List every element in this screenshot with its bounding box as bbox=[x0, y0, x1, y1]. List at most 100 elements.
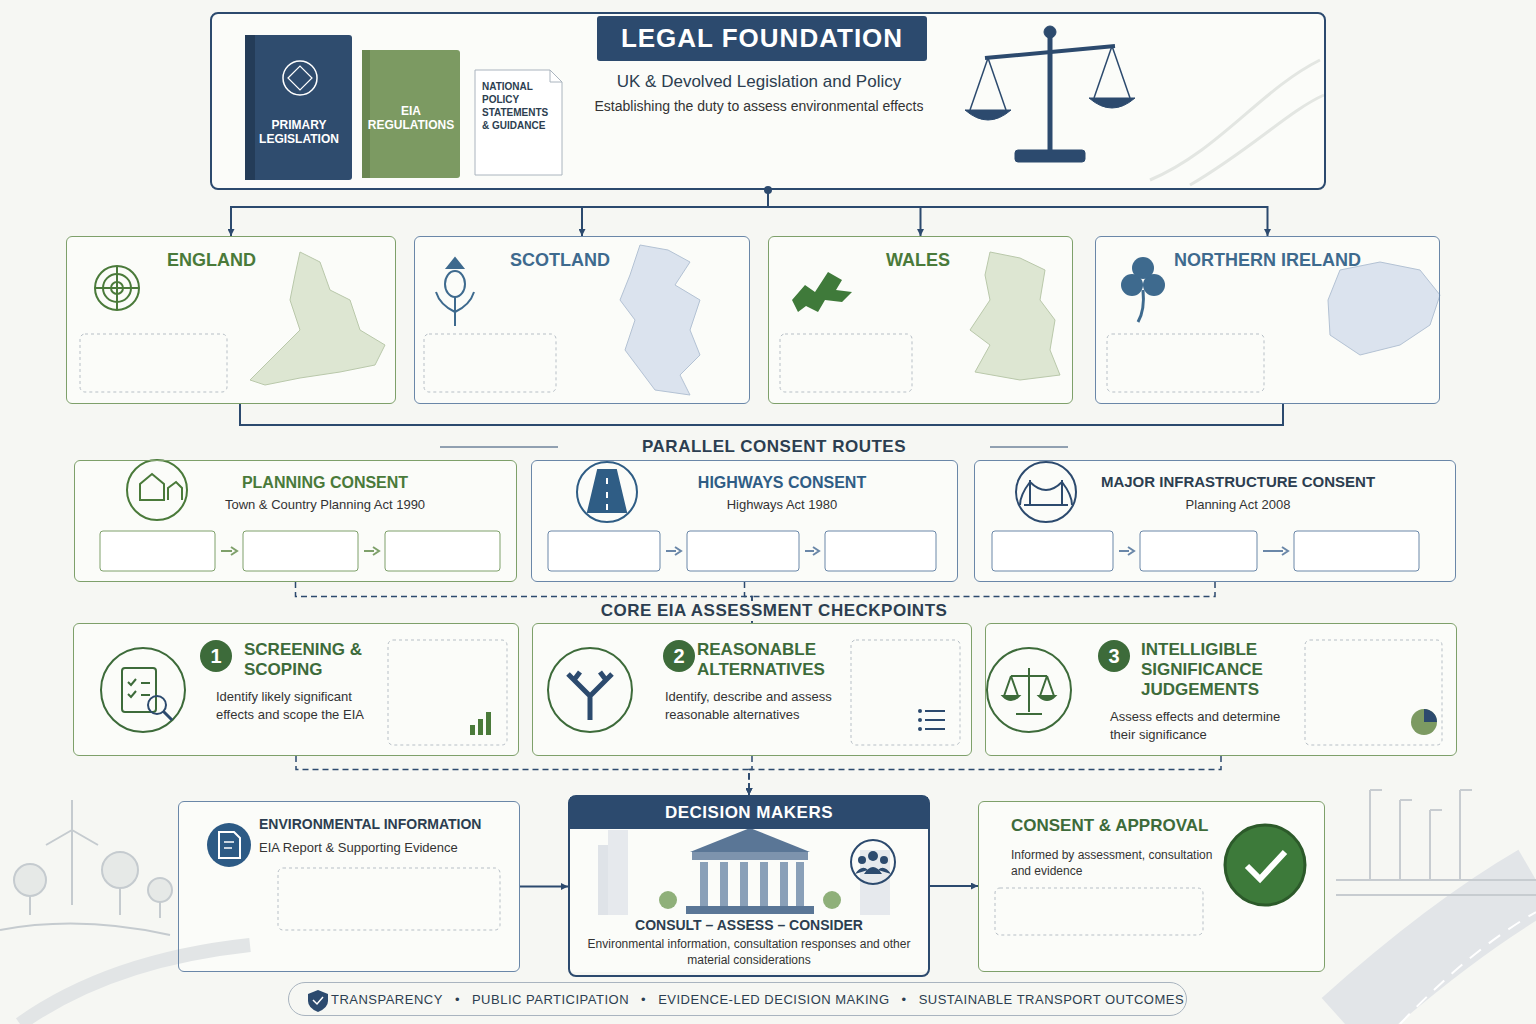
consent-route-box: HIGHWAYS CONSENTHighways Act 1980 bbox=[531, 460, 958, 582]
step-box bbox=[385, 531, 500, 571]
node-text: SCOTLAND bbox=[510, 250, 660, 272]
rose-emblem bbox=[95, 266, 139, 310]
node-text: 2 bbox=[663, 640, 695, 672]
placeholder-box bbox=[424, 334, 556, 392]
connector bbox=[582, 190, 768, 236]
node-text: SCREENING & SCOPING bbox=[244, 640, 386, 680]
nation-bracket-part bbox=[240, 404, 1283, 425]
building-illustration-part bbox=[692, 852, 808, 860]
book-primary-part bbox=[288, 66, 312, 90]
people-icon-part bbox=[855, 867, 891, 874]
scales-icon-part bbox=[1112, 46, 1130, 98]
checkpoint-icons-part bbox=[548, 648, 632, 732]
checkpoint-glyphs-part bbox=[925, 711, 945, 729]
placeholder-box bbox=[1107, 334, 1264, 392]
placeholder-box bbox=[1305, 640, 1442, 745]
nation-box: ENGLAND bbox=[66, 236, 396, 404]
node-text: 3 bbox=[1098, 640, 1130, 672]
check-badge-part bbox=[1225, 825, 1305, 905]
left-landscape bbox=[0, 800, 250, 1024]
building-illustration bbox=[598, 828, 890, 915]
section-heading: PARALLEL CONSENT ROUTES bbox=[558, 437, 990, 457]
left-landscape-part bbox=[20, 945, 250, 1024]
checkpoint-icons-part bbox=[163, 711, 172, 720]
building-illustration-part bbox=[608, 830, 628, 915]
faint-road bbox=[1150, 60, 1324, 185]
value-word: PUBLIC PARTICIPATION bbox=[472, 992, 629, 1007]
box-fills-part bbox=[985, 623, 1457, 756]
thistle-emblem bbox=[436, 258, 474, 326]
footer-shield-part bbox=[313, 997, 323, 1004]
checkpoint-icons-part bbox=[122, 668, 156, 712]
connector bbox=[768, 190, 1268, 236]
node-text: Environmental information, consultation … bbox=[580, 937, 918, 968]
nation-maps bbox=[250, 245, 1440, 395]
box-fills-part bbox=[210, 12, 1326, 190]
step-arrow bbox=[1263, 547, 1288, 555]
checkpoint-glyphs-part bbox=[1411, 709, 1437, 735]
value-word: EVIDENCE-LED DECISION MAKING bbox=[658, 992, 889, 1007]
right-road bbox=[1336, 790, 1536, 1024]
route-icons-part bbox=[577, 462, 637, 522]
step-box bbox=[687, 531, 799, 571]
node-text: Identify likely significant effects and … bbox=[216, 688, 388, 724]
check-badge bbox=[1225, 825, 1305, 905]
placeholder-box bbox=[851, 640, 960, 745]
building-illustration-part bbox=[740, 862, 748, 906]
thistle-emblem-part bbox=[445, 271, 465, 297]
rose-emblem-part bbox=[95, 266, 139, 310]
building-illustration-part bbox=[686, 906, 814, 914]
left-landscape-part bbox=[71, 830, 73, 905]
separator-dot: • bbox=[455, 992, 460, 1007]
node-text: CONSENT & APPROVAL bbox=[1011, 816, 1231, 836]
thistle-emblem-part bbox=[447, 258, 463, 268]
left-landscape-part bbox=[29, 896, 31, 915]
step-arrow bbox=[1119, 547, 1134, 555]
book-eia-part bbox=[362, 50, 460, 178]
placeholder-boxes bbox=[80, 334, 1442, 935]
route-icons-part bbox=[588, 470, 626, 512]
placeholder-box bbox=[995, 888, 1203, 935]
nation-maps-part bbox=[250, 252, 385, 385]
dragon-emblem-part bbox=[792, 272, 852, 312]
step-arrow bbox=[805, 547, 819, 555]
env-icon bbox=[207, 823, 251, 867]
section-heading: CORE EIA ASSESSMENT CHECKPOINTS bbox=[548, 601, 1000, 621]
checkpoint-icons-part bbox=[128, 679, 150, 697]
consent-route-box: MAJOR INFRASTRUCTURE CONSENTPlanning Act… bbox=[974, 460, 1456, 582]
book-primary-part bbox=[283, 61, 317, 95]
box-fills-part bbox=[978, 801, 1325, 972]
box-fills-part bbox=[974, 460, 1456, 582]
scales-icon-part bbox=[1094, 46, 1112, 98]
scales-icon-part bbox=[1044, 26, 1056, 38]
connector bbox=[930, 885, 978, 887]
building-illustration-part bbox=[690, 828, 810, 852]
nation-maps-part bbox=[970, 252, 1060, 380]
policy-paper-part bbox=[550, 70, 562, 82]
node-text: ENVIRONMENTAL INFORMATION bbox=[259, 816, 509, 833]
box-fills-part bbox=[1095, 236, 1440, 404]
route-icons bbox=[127, 460, 1076, 522]
building-illustration-part bbox=[700, 862, 708, 906]
consent-route-box: PLANNING CONSENTTown & Country Planning … bbox=[74, 460, 517, 582]
values-pill: TRANSPARENCY•PUBLIC PARTICIPATION•EVIDEN… bbox=[288, 982, 1187, 1016]
connector bbox=[231, 190, 768, 236]
scales-icon-part bbox=[1015, 150, 1085, 162]
nation-maps-part bbox=[1328, 262, 1440, 355]
right-road-part bbox=[1370, 790, 1460, 880]
checkpoint-icons-part bbox=[1004, 668, 1054, 714]
book-eia-part bbox=[362, 50, 370, 178]
route-icons-part bbox=[127, 460, 187, 520]
node-text: 1 bbox=[200, 640, 232, 672]
shamrock-emblem-part bbox=[1132, 257, 1154, 279]
node-text: LEGAL FOUNDATION bbox=[597, 16, 927, 61]
step-box bbox=[243, 531, 358, 571]
node-text: Highways Act 1980 bbox=[647, 497, 917, 513]
box-fills-part bbox=[73, 623, 519, 756]
left-landscape-part bbox=[0, 924, 170, 935]
scales-icon-part bbox=[970, 58, 988, 110]
book-label: EIA REGULATIONS bbox=[366, 104, 456, 133]
node-text: Planning Act 2008 bbox=[1073, 497, 1403, 513]
node-text: UK & Devolved Legislation and Policy bbox=[509, 72, 1009, 92]
node-text: Establishing the duty to assess environm… bbox=[509, 98, 1009, 115]
